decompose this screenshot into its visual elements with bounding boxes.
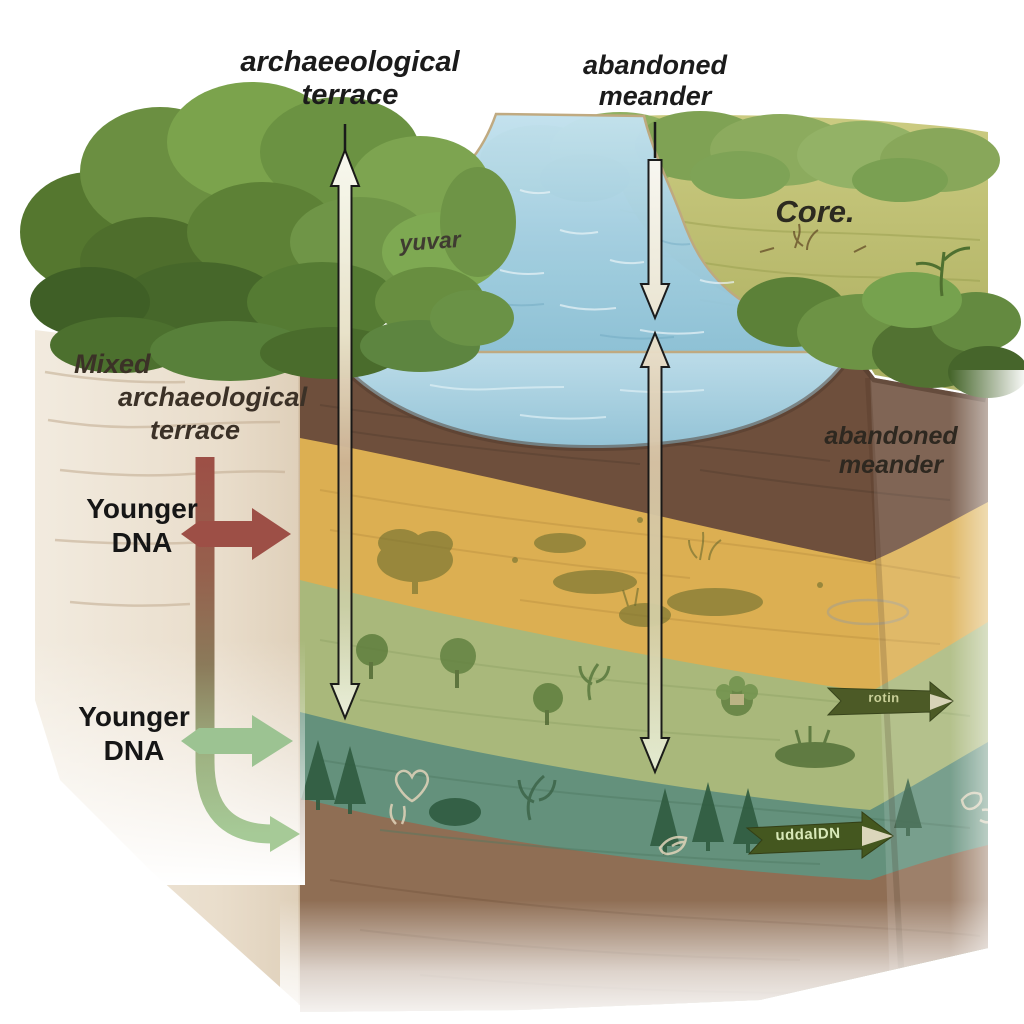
younger-dna-arrow-green xyxy=(181,715,293,767)
sand-texture xyxy=(319,489,961,645)
label-mixed-terrace-line3: terrace xyxy=(150,415,241,445)
channel-rim xyxy=(327,352,856,452)
label-line: DNA xyxy=(103,734,165,766)
label-archaeological-terrace: archaeeological terrace xyxy=(213,46,487,112)
pale-artifact-outline xyxy=(826,598,910,626)
core-site-twigs xyxy=(759,223,867,253)
label-line: abandoned xyxy=(824,422,958,450)
left-forest xyxy=(20,82,516,342)
label-line: meander xyxy=(598,80,712,111)
label-ribbon-upper: rotin xyxy=(868,689,900,706)
younger-dna-arrow-red xyxy=(181,508,291,560)
label-line: abandoned xyxy=(582,50,727,80)
river-channel-cross-section xyxy=(330,352,853,448)
label-line: DNA xyxy=(111,526,173,558)
surface-landscape xyxy=(20,82,1024,398)
section-right-fade xyxy=(950,370,1024,1010)
label-core: Core. xyxy=(775,194,855,229)
label-line: Younger xyxy=(86,493,198,524)
ribbon-tip-highlight xyxy=(862,826,893,846)
label-abandoned-meander-top: abandoned meander xyxy=(540,50,770,112)
label-younger-dna-upper: Younger DNA xyxy=(68,492,216,559)
label-younger-dna-lower: Younger DNA xyxy=(60,700,208,767)
block-corner-shade xyxy=(865,377,905,986)
ribbon-arrow-upper xyxy=(826,680,954,723)
terrace-depth-arrow xyxy=(329,124,361,721)
label-line: meander xyxy=(838,450,944,479)
buried-sketches-yellow-layer xyxy=(622,531,722,607)
label-mixed-terrace-line1: Mixed xyxy=(74,349,151,379)
dna-curve-arrowhead xyxy=(270,816,300,852)
meander-depth-arrow-upper xyxy=(639,122,671,321)
ribbon-arrow-lower xyxy=(745,810,894,859)
dna-gradient-bar xyxy=(195,457,273,844)
label-abandoned-meander-side: abandoned meander xyxy=(800,422,982,479)
teal-texture xyxy=(319,759,971,865)
label-line: Younger xyxy=(78,701,190,732)
buried-conifers-teal-layer xyxy=(301,740,922,855)
terrace-edge-bushes xyxy=(50,290,514,381)
section-bottom-fade xyxy=(280,900,1024,1024)
buried-vegetation-green-layer xyxy=(356,634,855,768)
dna-flow-arrows xyxy=(181,457,300,852)
ribbon-tip-highlight xyxy=(930,694,953,710)
label-mixed-terrace-line2: archaeological xyxy=(118,382,308,412)
label-line: terrace xyxy=(301,79,399,112)
meander-depth-arrow-lower xyxy=(639,330,671,775)
label-line: archaeeological xyxy=(240,46,460,78)
